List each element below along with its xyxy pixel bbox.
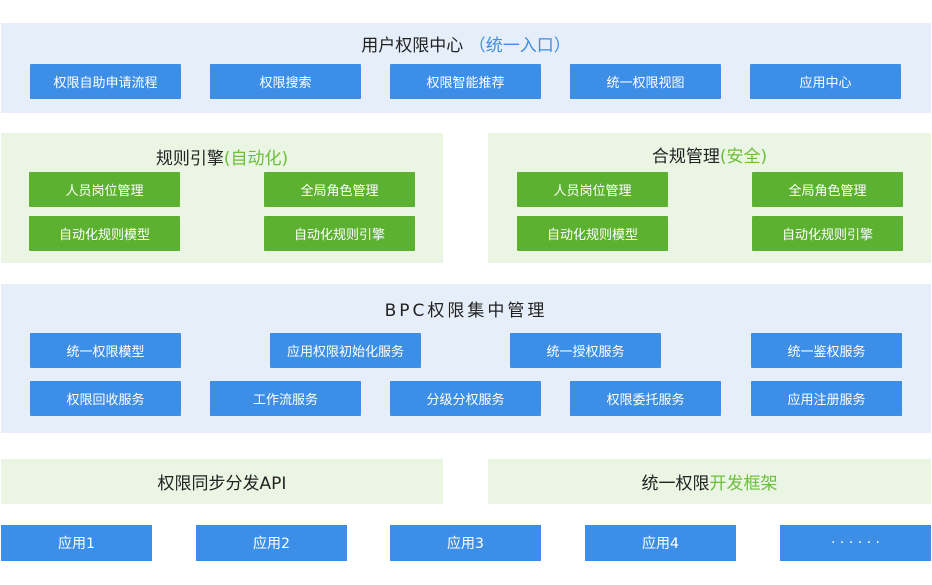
framework-bar: 统一权限开发框架 bbox=[488, 459, 931, 504]
bpc-item-app-init[interactable]: 应用权限初始化服务 bbox=[270, 333, 421, 368]
app-more-button[interactable]: · · · · · · bbox=[780, 525, 931, 561]
rules-engine-item-rule-engine[interactable]: 自动化规则引擎 bbox=[264, 216, 415, 251]
user-center-item-recommend[interactable]: 权限智能推荐 bbox=[390, 64, 541, 99]
framework-label-prefix: 统一权限 bbox=[641, 474, 710, 494]
bpc-title: BPC权限集中管理 bbox=[384, 301, 548, 321]
bpc-item-authentication[interactable]: 统一鉴权服务 bbox=[751, 333, 902, 368]
bpc-panel: BPC权限集中管理 统一权限模型 应用权限初始化服务 统一授权服务 统一鉴权服务… bbox=[1, 284, 931, 433]
user-center-title-main: 用户权限中心 bbox=[361, 36, 464, 56]
user-center-item-unified-view[interactable]: 统一权限视图 bbox=[570, 64, 721, 99]
bpc-item-revocation[interactable]: 权限回收服务 bbox=[30, 381, 181, 416]
app-4-button[interactable]: 应用4 bbox=[585, 525, 736, 561]
rules-engine-item-position[interactable]: 人员岗位管理 bbox=[29, 172, 180, 207]
bpc-item-app-registration[interactable]: 应用注册服务 bbox=[751, 381, 902, 416]
sync-api-label: 权限同步分发API bbox=[157, 474, 287, 494]
user-center-item-self-service[interactable]: 权限自助申请流程 bbox=[30, 64, 181, 99]
rules-engine-title: 规则引擎(自动化) bbox=[1, 144, 443, 169]
rules-engine-panel: 规则引擎(自动化) 人员岗位管理 全局角色管理 自动化规则模型 自动化规则引擎 bbox=[1, 133, 443, 263]
app-1-button[interactable]: 应用1 bbox=[1, 525, 152, 561]
rules-engine-item-global-role[interactable]: 全局角色管理 bbox=[264, 172, 415, 207]
rules-engine-title-accent: (自动化) bbox=[223, 149, 289, 169]
compliance-panel: 合规管理(安全) 人员岗位管理 全局角色管理 自动化规则模型 自动化规则引擎 bbox=[488, 133, 931, 263]
compliance-item-global-role[interactable]: 全局角色管理 bbox=[752, 172, 903, 207]
app-3-button[interactable]: 应用3 bbox=[390, 525, 541, 561]
compliance-title-accent: (安全) bbox=[719, 147, 768, 167]
user-center-title: 用户权限中心 （统一入口） bbox=[1, 31, 931, 56]
rules-engine-title-main: 规则引擎 bbox=[155, 149, 224, 169]
framework-label-accent: 开发框架 bbox=[709, 474, 778, 494]
sync-api-bar: 权限同步分发API bbox=[1, 459, 443, 504]
user-center-title-accent: （统一入口） bbox=[468, 36, 571, 56]
bpc-item-workflow[interactable]: 工作流服务 bbox=[210, 381, 361, 416]
compliance-item-rule-model[interactable]: 自动化规则模型 bbox=[517, 216, 668, 251]
bpc-item-delegation[interactable]: 权限委托服务 bbox=[570, 381, 721, 416]
compliance-title: 合规管理(安全) bbox=[488, 142, 931, 167]
user-center-item-search[interactable]: 权限搜索 bbox=[210, 64, 361, 99]
compliance-title-main: 合规管理 bbox=[651, 147, 720, 167]
user-center-item-app-center[interactable]: 应用中心 bbox=[750, 64, 901, 99]
bpc-item-hierarchical[interactable]: 分级分权服务 bbox=[390, 381, 541, 416]
bpc-item-authorization[interactable]: 统一授权服务 bbox=[510, 333, 661, 368]
app-2-button[interactable]: 应用2 bbox=[196, 525, 347, 561]
bpc-item-unified-model[interactable]: 统一权限模型 bbox=[30, 333, 181, 368]
compliance-item-rule-engine[interactable]: 自动化规则引擎 bbox=[752, 216, 903, 251]
user-center-panel: 用户权限中心 （统一入口） 权限自助申请流程 权限搜索 权限智能推荐 统一权限视… bbox=[1, 23, 931, 113]
rules-engine-item-rule-model[interactable]: 自动化规则模型 bbox=[29, 216, 180, 251]
framework-label: 统一权限开发框架 bbox=[488, 459, 931, 504]
compliance-item-position[interactable]: 人员岗位管理 bbox=[517, 172, 668, 207]
